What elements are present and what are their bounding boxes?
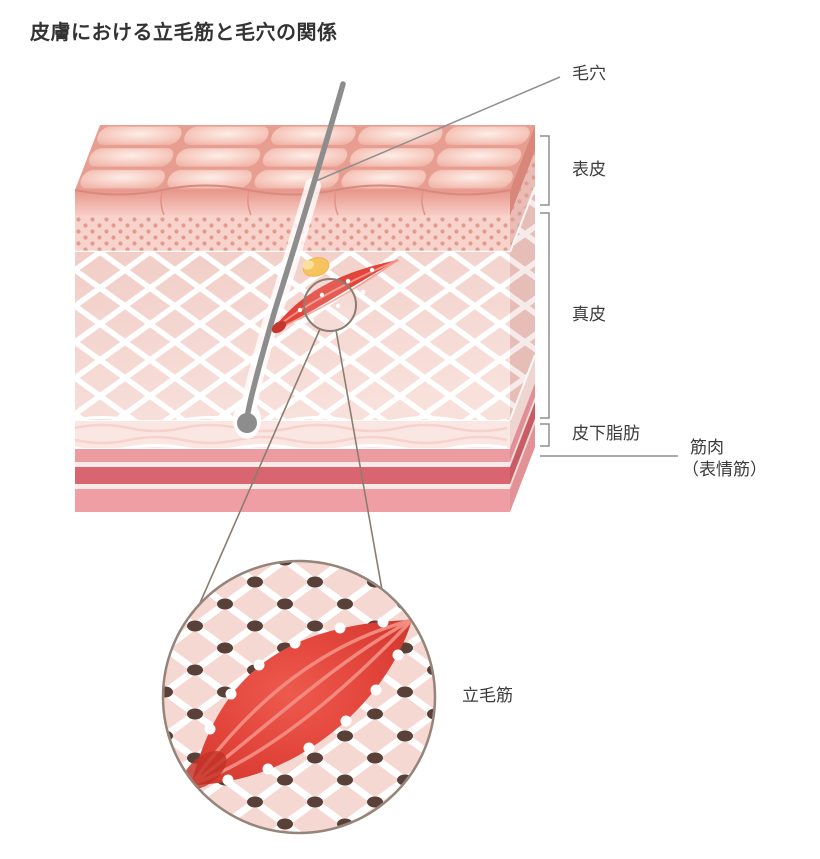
diagram-title: 皮膚における立毛筋と毛穴の関係	[30, 20, 338, 44]
epidermis-bracket	[540, 135, 550, 206]
label-muscle-sub: （表情筋）	[682, 460, 767, 480]
subcutaneous-fat-bracket	[540, 423, 550, 447]
skin-top-surface	[75, 125, 536, 190]
skin-block	[74, 81, 536, 512]
label-epidermis: 表皮	[572, 160, 606, 180]
hair	[244, 81, 346, 421]
hair-bulb	[237, 413, 257, 433]
muscle-layer	[75, 449, 510, 512]
subcutaneous-fat-layer	[75, 421, 510, 448]
arrector-pili-muscle-zoom	[183, 616, 414, 789]
sebaceous-gland	[302, 257, 330, 277]
label-subcutaneous-fat: 皮下脂肪	[572, 424, 640, 444]
annotation-lines	[315, 76, 678, 457]
arrector-pili-muscle-small	[271, 259, 399, 334]
pore-pointer-line	[315, 76, 561, 182]
dermis-bracket	[540, 212, 550, 419]
label-dermis: 真皮	[572, 305, 606, 325]
magnifier-source-circle	[303, 278, 357, 332]
label-arrector-pili: 立毛筋	[462, 686, 513, 706]
label-pore: 毛穴	[572, 64, 606, 84]
zoom-detail-circle	[161, 559, 437, 835]
magnifier-link-lines	[199, 328, 383, 604]
skin-side-face	[509, 125, 536, 512]
label-muscle: 筋肉	[690, 438, 724, 458]
